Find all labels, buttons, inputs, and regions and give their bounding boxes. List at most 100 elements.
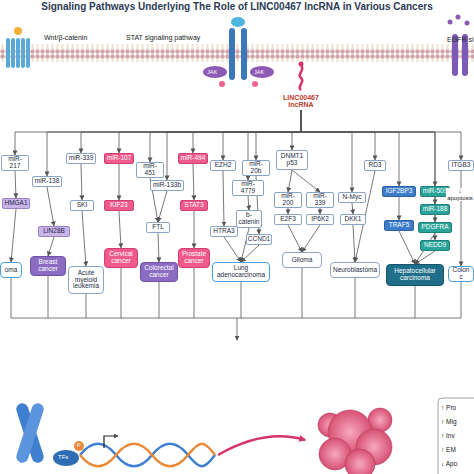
node-text: Breast cancer <box>32 259 64 273</box>
diagram-title: Signaling Pathways Underlying The Role o… <box>0 1 474 12</box>
node-text: oma <box>5 267 18 274</box>
node-text: IGF2BP3 <box>386 188 413 195</box>
lncrna-hairpin <box>300 66 303 90</box>
node-text: LINC00467 lncRNA <box>276 94 326 109</box>
tumor-cells <box>318 408 392 474</box>
cancer-box: Breast cancer <box>30 256 66 276</box>
connector <box>119 211 121 248</box>
cancer-box: Hepatocellular carcinoma <box>386 264 444 286</box>
connector <box>352 203 353 214</box>
node-text: HTRA3 <box>213 228 234 235</box>
node-text: b-catenin <box>238 212 260 226</box>
leader-line <box>121 268 122 318</box>
node-text: miR-20b <box>244 161 268 175</box>
jak-kinase <box>250 66 274 78</box>
node-text: RD3 <box>368 162 381 169</box>
target-box: HTRA3 <box>210 226 238 237</box>
node-text: miR-451 <box>138 163 162 177</box>
connector <box>288 225 302 252</box>
connector <box>15 171 16 198</box>
phosphate <box>74 441 84 451</box>
receptor-helix <box>26 38 30 68</box>
cytokine-receptor <box>203 17 274 87</box>
cell-membrane <box>0 44 474 62</box>
node-text: IP6K2 <box>311 216 329 223</box>
node-text: FTL <box>152 224 164 231</box>
connector <box>292 110 301 150</box>
target-box: STAT3 <box>180 200 208 211</box>
node-text: miR-107 <box>107 155 132 162</box>
ligand <box>465 21 470 26</box>
receptor-helix <box>6 38 10 68</box>
text-label: TFs <box>58 454 68 461</box>
connector <box>461 171 462 266</box>
target-box: ITGB3 <box>448 160 474 171</box>
node-text: Neuroblastoma <box>333 267 377 274</box>
node-text: Prostate cancer <box>180 251 208 265</box>
connector <box>81 110 301 153</box>
target-box: LIN28B <box>38 226 70 237</box>
text-label: ↓ Apo <box>441 460 457 467</box>
receptor-chain <box>229 28 235 80</box>
target-box: miR-339 <box>306 192 334 208</box>
connector <box>194 211 195 248</box>
node-text: miR-339 <box>308 193 332 207</box>
connector <box>415 251 435 264</box>
node-text: DKK1 <box>345 216 362 223</box>
leader-line <box>241 282 242 318</box>
node-text: EZH2 <box>215 162 232 169</box>
dna-strand <box>80 444 215 467</box>
connector <box>11 209 16 262</box>
node-text: KIF23 <box>110 202 127 209</box>
target-box: TRAF5 <box>384 220 414 231</box>
text-label: ↑ Pro <box>441 404 456 411</box>
target-box: PDGFRA <box>418 222 452 233</box>
text-label: STAT signaling pathway <box>126 34 200 42</box>
connector <box>241 245 259 262</box>
leader-line <box>302 268 303 318</box>
target-box: b-catenin <box>236 210 262 228</box>
node-text: Acute myeloid leukemia <box>70 270 102 290</box>
text-label: P <box>77 442 81 448</box>
target-box: miR-138 <box>32 176 62 187</box>
tumor-cell <box>345 449 375 474</box>
target-box: miR-339 <box>66 153 96 164</box>
node-text: miR-138 <box>35 178 60 185</box>
receptor-chain <box>241 28 247 80</box>
cancer-box: Cervical cancer <box>104 248 138 268</box>
node-text: Hepatocellular carcinoma <box>388 268 442 282</box>
connector <box>119 164 120 200</box>
node-text: miR-494 <box>181 155 206 162</box>
node-text: E2F3 <box>280 216 296 223</box>
target-box: miR-20b <box>242 160 270 176</box>
connector <box>224 237 241 262</box>
node-text: miR-4779 <box>234 181 262 195</box>
wnt-receptor <box>6 27 30 68</box>
phosphate <box>219 81 225 87</box>
connector <box>47 110 301 176</box>
node-text: miR-339 <box>69 155 94 162</box>
node-text: TRAF5 <box>389 222 410 229</box>
lncrna-label: LINC00467 lncRNA <box>274 92 328 110</box>
chromosome <box>15 402 46 465</box>
leader-line <box>355 278 356 318</box>
target-box: NEDD9 <box>420 240 450 251</box>
target-box: miR-4779 <box>232 180 264 196</box>
ligand <box>14 27 22 35</box>
connector <box>193 164 194 200</box>
target-box: miR-217 <box>1 155 29 171</box>
node-text: miR-217 <box>3 156 27 170</box>
node-text: N-Myc <box>343 194 362 201</box>
jak-kinase <box>203 66 227 78</box>
node-text: miR-200 <box>276 193 300 207</box>
connector <box>82 211 86 266</box>
leader-line <box>11 278 12 318</box>
text-label: ↓ apoptosis <box>446 188 474 201</box>
transcription-arrow <box>104 436 118 448</box>
cancer-box: Glioma <box>282 252 322 268</box>
connector <box>248 196 249 210</box>
connector <box>435 215 436 222</box>
connector <box>302 225 320 252</box>
